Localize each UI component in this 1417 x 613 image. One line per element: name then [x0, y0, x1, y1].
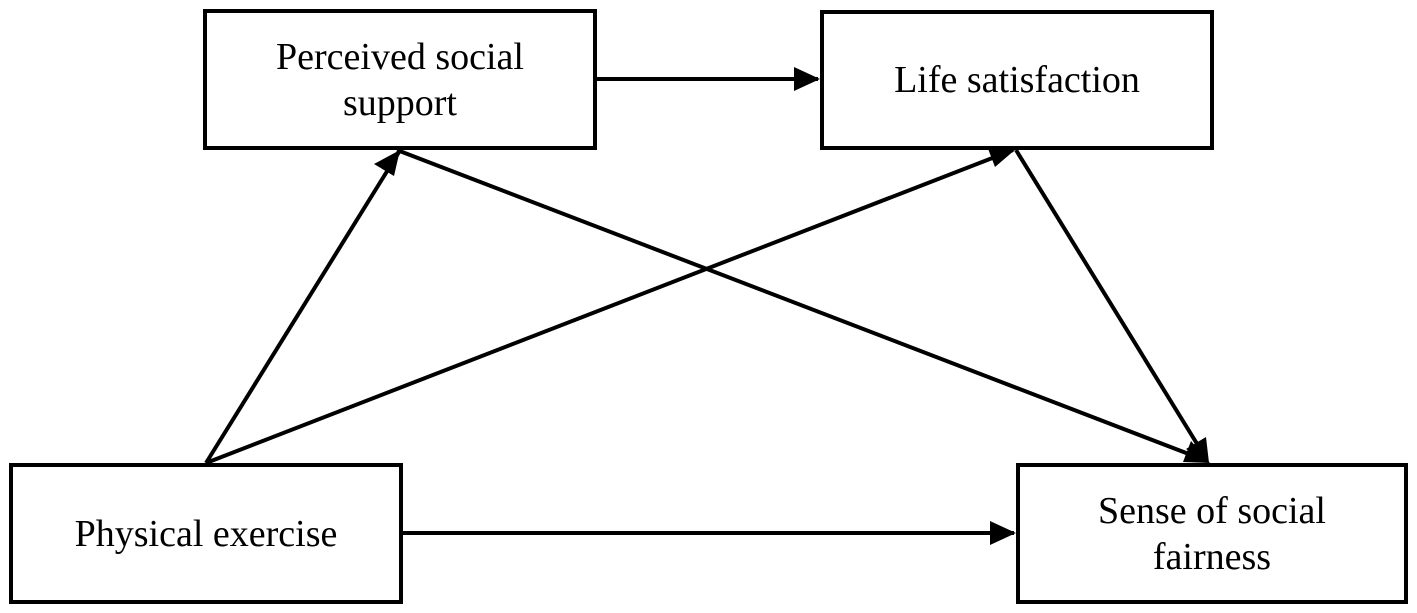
- arrowhead-support-to-satisfaction: [794, 67, 820, 91]
- node-label-perceived-social-support: Perceived social support: [276, 35, 524, 124]
- arrowhead-exercise-to-support: [374, 150, 400, 176]
- arrow-exercise-to-support: [204, 150, 401, 465]
- node-life-satisfaction: Life satisfaction: [820, 10, 1214, 150]
- node-sense-of-social-fairness: Sense of social fairness: [1016, 463, 1408, 604]
- arrowhead-satisfaction-to-fairness: [1186, 437, 1209, 463]
- arrowhead-exercise-to-satisfaction: [987, 146, 1016, 167]
- node-physical-exercise: Physical exercise: [9, 463, 403, 604]
- node-label-life-satisfaction: Life satisfaction: [894, 59, 1140, 101]
- node-label-sense-of-social-fairness: Sense of social fairness: [1098, 489, 1326, 578]
- arrow-satisfaction-to-fairness: [1014, 148, 1209, 462]
- arrow-exercise-to-satisfaction: [205, 148, 1014, 465]
- node-perceived-social-support: Perceived social support: [203, 9, 597, 150]
- node-label-physical-exercise: Physical exercise: [74, 512, 338, 555]
- arrowhead-exercise-to-fairness: [990, 521, 1016, 545]
- arrow-support-to-fairness: [396, 148, 1208, 463]
